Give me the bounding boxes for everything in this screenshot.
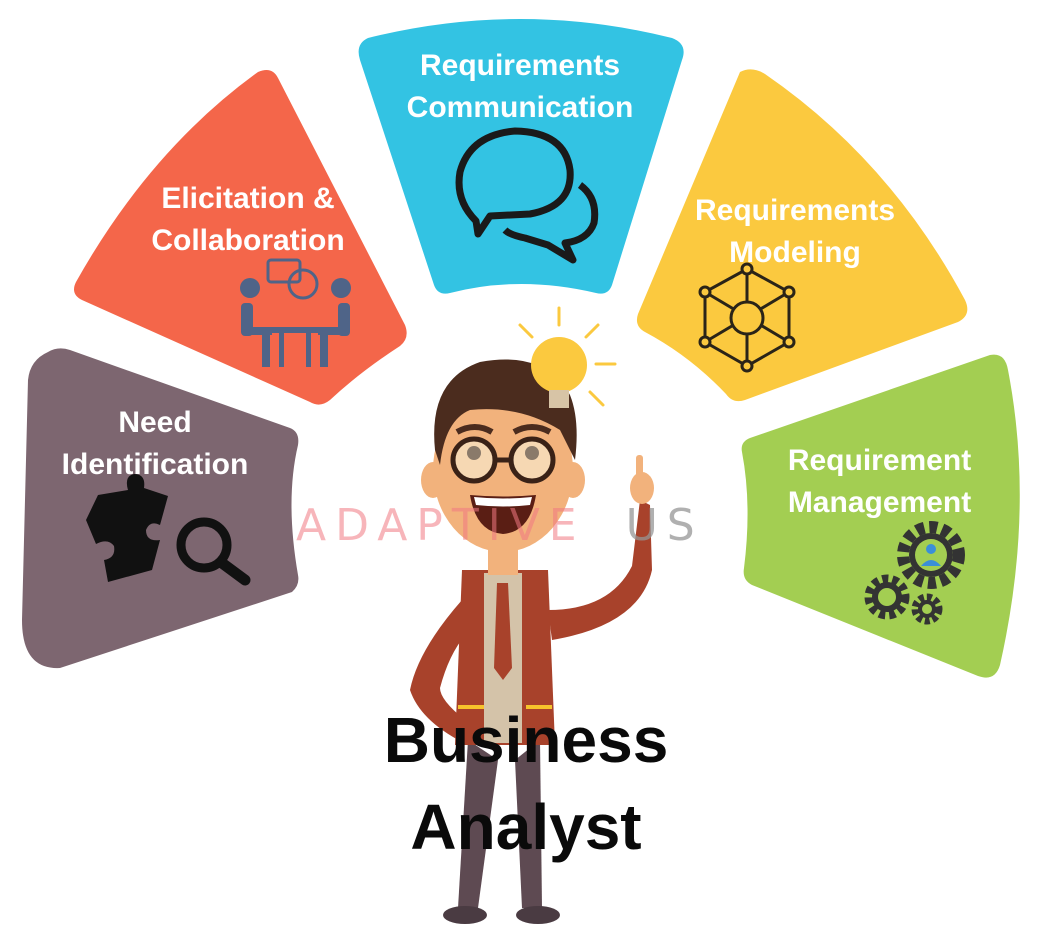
segment-elicitation <box>74 70 407 405</box>
segment-communication <box>358 19 684 294</box>
watermark-part1: ADAPTIVE <box>296 500 586 551</box>
label-line: Management <box>787 486 972 519</box>
segment-management <box>741 354 1020 678</box>
watermark: ADAPTIVE US <box>296 500 704 551</box>
label-line: Communication <box>406 91 634 124</box>
label-line: Elicitation & <box>161 182 335 215</box>
segment-label-modeling: Requirements Modeling <box>670 190 920 274</box>
segment-modeling <box>636 69 968 402</box>
title-line1: Business <box>383 704 669 776</box>
label-line: Requirements <box>694 194 896 227</box>
business-analyst-character <box>410 306 654 924</box>
label-line: Identification <box>61 448 249 481</box>
title-line2: Analyst <box>410 791 642 863</box>
label-line: Need <box>118 406 192 439</box>
gears-person-icon <box>864 521 965 625</box>
segment-label-management: Requirement Management <box>762 440 997 524</box>
segment-label-elicitation: Elicitation & Collaboration <box>128 178 368 262</box>
segment-label-need-identification: Need Identification <box>40 402 270 486</box>
label-line: Collaboration <box>151 224 345 257</box>
puzzle-magnifier-icon <box>86 474 251 586</box>
segment-label-communication: Requirements Communication <box>380 45 660 129</box>
label-line: Requirements <box>419 49 621 82</box>
speech-bubbles-icon <box>455 127 599 264</box>
meeting-people-icon <box>240 258 351 367</box>
network-cube-icon <box>698 262 796 373</box>
label-line: Requirement <box>787 444 972 477</box>
watermark-part2: US <box>625 500 704 551</box>
label-line: Modeling <box>729 236 861 269</box>
